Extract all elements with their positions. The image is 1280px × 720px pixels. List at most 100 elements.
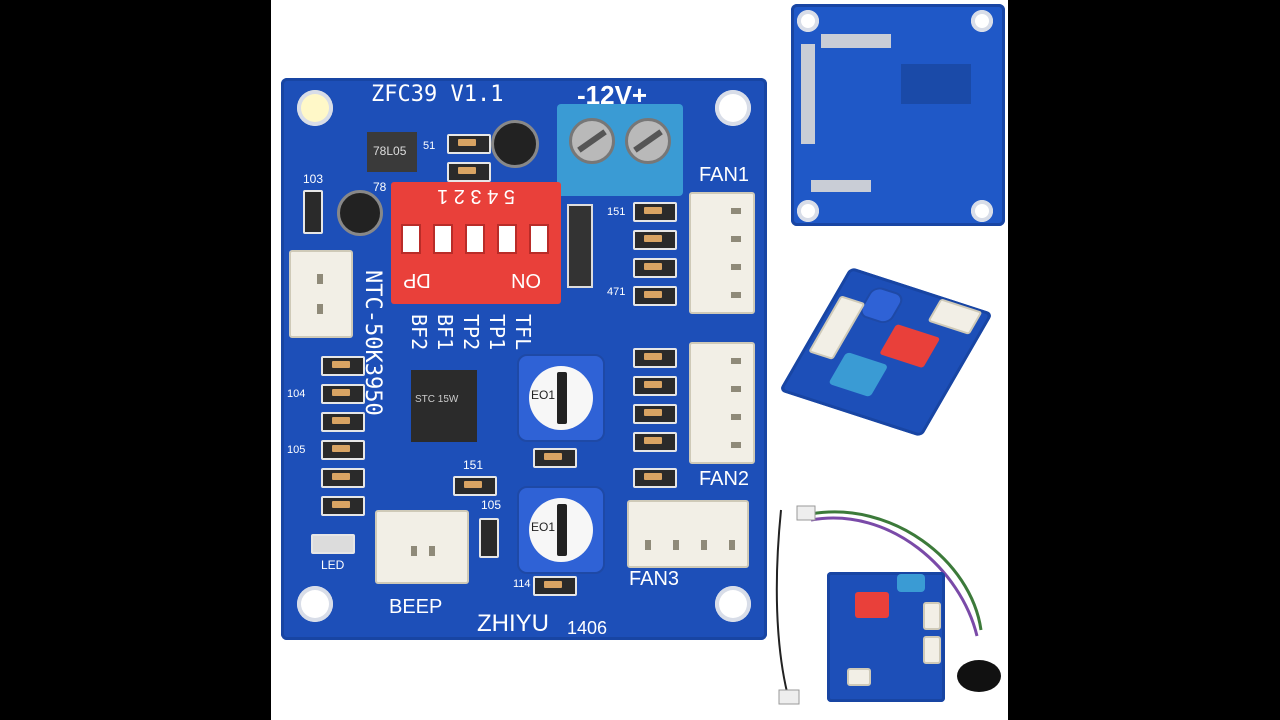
terminal-screw [569,118,615,164]
code-label: 105 [481,498,502,512]
solder-pads [821,34,891,48]
resistor [633,258,677,278]
connector-small [927,298,983,335]
terminal-mini [897,574,925,592]
resistor [533,448,577,468]
resistor [321,468,365,488]
mount-hole [797,10,819,32]
solder-pads [801,44,815,144]
mount-hole [971,10,993,32]
resistor [447,134,491,154]
code-label: 151 [463,458,484,472]
mode-label: TP1 [485,314,509,351]
connector-pin [317,274,323,284]
code-label: 114 [513,578,531,590]
connector-pin [411,546,417,556]
dip-switch-4[interactable] [433,224,453,254]
resistor [633,348,677,368]
beep-connector[interactable] [375,510,469,584]
mount-hole [715,586,751,622]
connector-pin [731,264,741,270]
solder-pads [811,180,871,192]
microcontroller-chip [411,370,477,442]
resistor [321,356,365,376]
led-label: LED [321,558,345,572]
code-label: 103 [303,172,324,186]
connector-pin [673,540,679,550]
potentiometer-2[interactable] [517,486,605,574]
dip-on-label: ON [511,269,541,291]
dip-switch-small [879,323,941,369]
beep-label: BEEP [389,596,443,618]
resistor [533,576,577,596]
dip-switch-3[interactable] [465,224,485,254]
resistor [633,468,677,488]
dip-switch-2[interactable] [497,224,517,254]
code-label: 471 [607,286,626,298]
dip-switch[interactable]: 5 4 3 2 1 DP ON [391,182,561,304]
resistor [453,476,497,496]
main-pcb-board: ZFC39 V1.1 -12V+ 78L05 78 51 103 5 4 3 2… [281,78,767,640]
resistor [303,190,323,234]
mount-hole [297,586,333,622]
code-label: 104 [287,388,306,400]
board-angle-view [778,266,994,438]
regulator-label-2: 78 [373,180,387,194]
resistor [633,376,677,396]
resistor [447,162,491,182]
connector-mini [923,602,941,630]
maker-label: ZHIYU [477,610,549,637]
capacitor [337,190,383,236]
dip-switch-1[interactable] [529,224,549,254]
capacitor [491,120,539,168]
mount-hole [797,200,819,222]
connector-pin [701,540,707,550]
board-kit-photo [771,490,1007,720]
board-model-label: ZFC39 V1.1 [371,82,504,107]
resistor [633,432,677,452]
fan3-label: FAN3 [629,568,680,590]
connector-pin [731,358,741,364]
mount-hole [971,200,993,222]
diode [567,204,593,288]
resistor [321,384,365,404]
connector-pin [731,386,741,392]
code-label: 1406 [567,618,608,638]
potentiometer-1[interactable] [517,354,605,442]
voltage-regulator [367,132,417,172]
chip-label: STC 15W [415,394,459,405]
ntc-sensor-connector[interactable] [289,250,353,338]
mode-label: TFL [511,314,535,351]
dip-switch-5[interactable] [401,224,421,254]
mode-label: BF1 [433,314,457,351]
resistor [633,202,677,222]
connector-pin [731,292,741,298]
fan1-connector[interactable] [689,192,755,314]
fan2-connector[interactable] [689,342,755,464]
solder-pads [901,64,971,104]
mount-hole [715,90,751,126]
connector-pin [731,208,741,214]
fan1-label: FAN1 [699,164,750,186]
dip-switch-mini [855,592,889,618]
resistor [321,440,365,460]
resistor [633,286,677,306]
board-back-photo [789,2,1008,230]
connector-mini [847,668,871,686]
fan3-connector[interactable] [627,500,749,568]
pot-label: EO1 [531,388,556,402]
mode-label: BF2 [407,314,431,351]
board-back-side [791,4,1005,226]
board-angle-photo [771,262,1007,452]
resistor [479,518,499,558]
fan2-label: FAN2 [699,468,750,490]
power-terminal-block [557,104,683,196]
connector-pin [645,540,651,550]
led-component [311,534,355,554]
connector-pin [729,540,735,550]
connector-pin [731,442,741,448]
code-label: 151 [607,206,626,218]
resistor [633,404,677,424]
connector-pin [731,414,741,420]
resistor [321,412,365,432]
